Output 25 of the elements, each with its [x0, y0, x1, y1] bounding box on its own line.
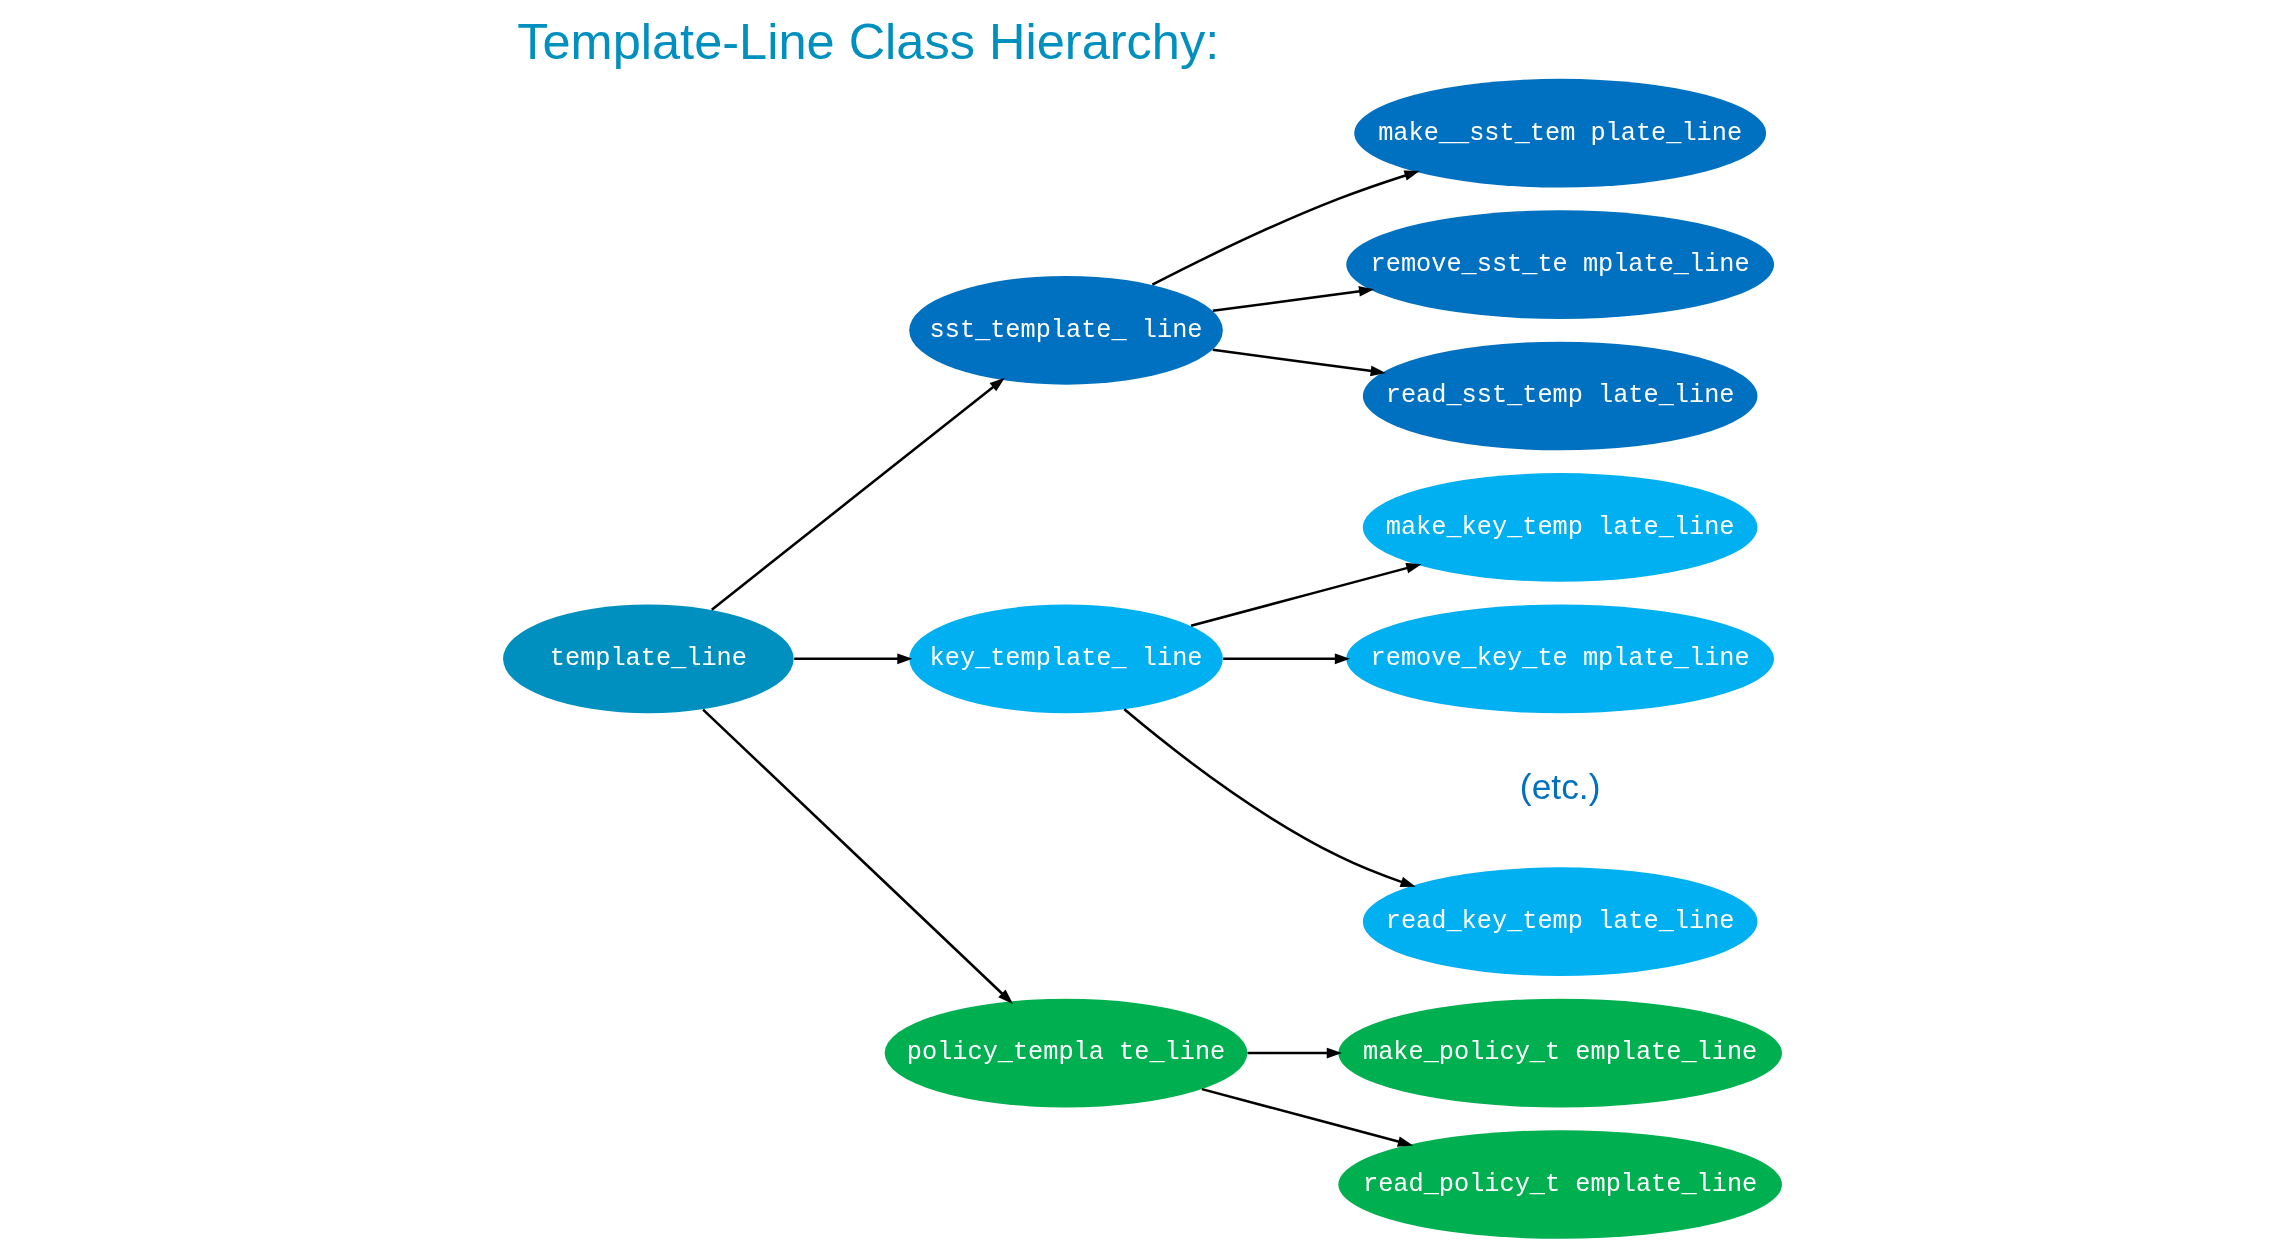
node-ellipse: make__sst_tem plate_line	[1354, 78, 1767, 188]
arrow	[1212, 286, 1375, 313]
arrow	[1223, 653, 1351, 665]
node-ellipse: sst_template_ line	[909, 276, 1223, 385]
node-ellipse: read_key_temp late_line	[1362, 867, 1758, 976]
node-ellipse: make_policy_t emplate_line	[1338, 998, 1782, 1108]
node-ellipse: read_policy_t emplate_line	[1338, 1130, 1782, 1239]
node-ellipse: key_template_ line	[909, 604, 1223, 714]
node-ellipse: remove_sst_te mplate_line	[1346, 210, 1774, 319]
node-ellipse: policy_templa te_line	[884, 998, 1248, 1108]
node-ellipse: template_line	[503, 604, 794, 714]
diagram-title: Template-Line Class Hierarchy:	[517, 12, 1220, 70]
arrow	[1247, 1047, 1342, 1059]
arrow	[794, 653, 913, 665]
label: (etc.)	[1519, 766, 1601, 806]
arrow	[711, 377, 1005, 611]
arrow	[1201, 1087, 1414, 1147]
arrow	[1151, 170, 1420, 286]
node-ellipse: read_sst_temp late_line	[1362, 341, 1758, 451]
node-ellipse: make_key_temp late_line	[1362, 473, 1758, 582]
arrow	[702, 708, 1013, 1004]
arrow	[1190, 562, 1422, 627]
arrow	[1123, 708, 1416, 887]
node-ellipse: remove_key_te mplate_line	[1346, 604, 1774, 714]
arrow	[1212, 348, 1386, 377]
